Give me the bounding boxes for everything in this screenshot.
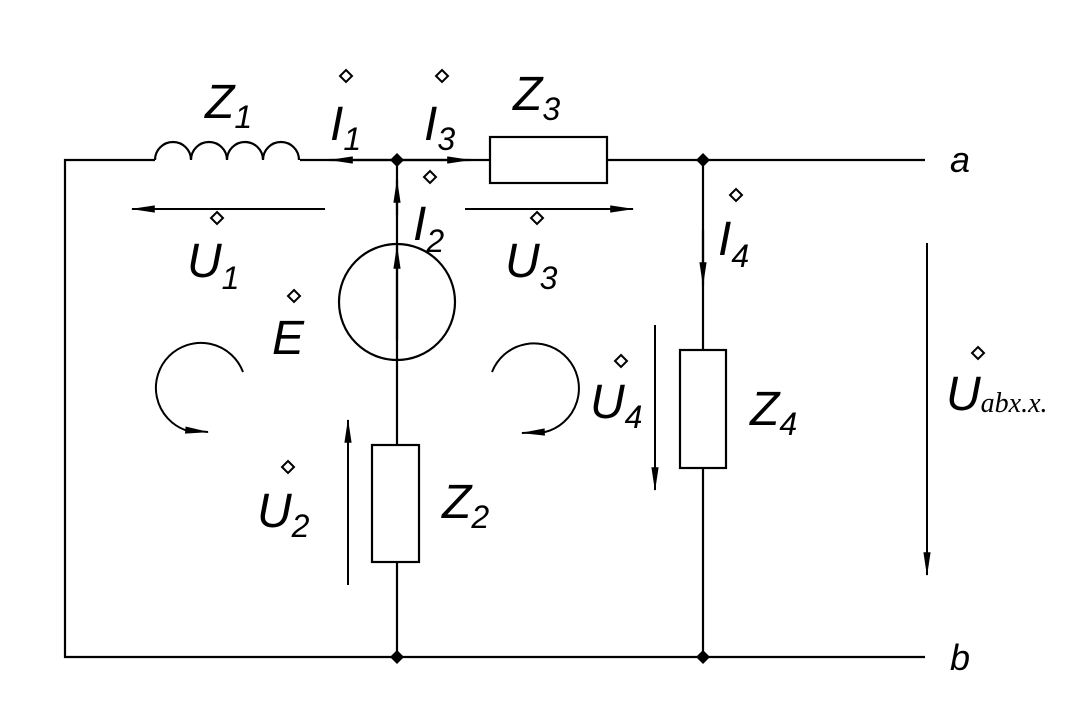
label-z1: Z1 xyxy=(204,76,252,135)
label-i1: I1 xyxy=(330,98,361,157)
loop-arrow-left xyxy=(154,341,244,434)
phasor-hats xyxy=(209,68,986,475)
loop-arrow-right xyxy=(491,342,580,436)
node-top-right xyxy=(696,153,710,167)
label-u4: U4 xyxy=(590,376,642,435)
label-z2: Z2 xyxy=(441,476,489,535)
node-top-middle xyxy=(390,153,404,167)
label-z4: Z4 xyxy=(749,383,797,442)
node-bottom-right xyxy=(696,650,710,664)
junction-dots xyxy=(390,153,710,664)
voltage-source-e xyxy=(337,242,457,362)
terminal-a: a xyxy=(950,139,970,180)
label-u2: U2 xyxy=(257,485,310,544)
label-z3: Z3 xyxy=(512,68,560,127)
label-i2: I2 xyxy=(413,198,444,259)
label-u3: U3 xyxy=(505,235,558,296)
label-i3: I3 xyxy=(424,98,455,157)
label-i4: I4 xyxy=(718,213,749,274)
label-e: E xyxy=(272,312,305,365)
terminal-b: b xyxy=(950,637,970,678)
label-u1: U1 xyxy=(187,235,239,296)
resistor-z2 xyxy=(370,443,421,564)
inductor-z1 xyxy=(153,140,301,161)
node-bottom-middle xyxy=(390,650,404,664)
resistor-z4 xyxy=(678,348,728,470)
label-uab: Uabx.x. xyxy=(946,368,1048,421)
resistor-z3 xyxy=(488,135,609,185)
